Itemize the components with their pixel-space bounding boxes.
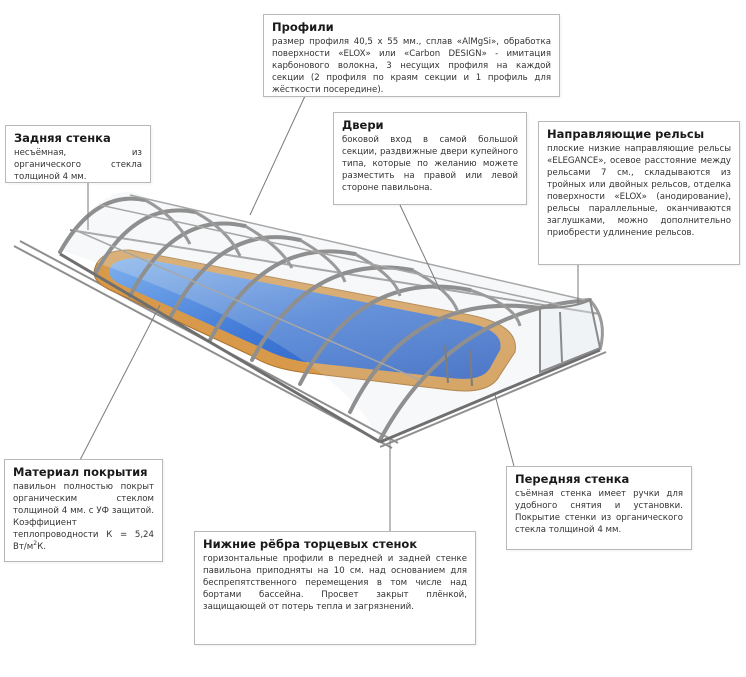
callout-back-wall-text: несъёмная, из органического стекла толщи… [14,148,142,182]
base-frame [59,252,601,444]
callout-back-wall: Задняя стенка несъёмная, из органическог… [5,125,151,183]
callout-profiles-text: размер профиля 40,5 х 55 мм., сплав «AlM… [272,37,551,95]
callout-material: Материал покрытия павильон полностью пок… [4,459,163,562]
callout-bottom-ribs: Нижние рёбра торцевых стенок горизонталь… [194,531,476,645]
callout-material-title: Материал покрытия [13,465,148,479]
callout-profiles: Профили размер профиля 40,5 х 55 мм., сп… [263,14,560,97]
callout-rails-text: плоские низкие направляющие рельсы «ELEG… [547,144,731,238]
callout-doors: Двери боковой вход в самой большой секци… [333,112,527,205]
canopy-profiles [74,194,586,381]
callout-doors-title: Двери [342,118,384,132]
callout-doors-text: боковой вход в самой большой секции, раз… [342,135,518,193]
callout-profiles-title: Профили [272,20,334,34]
callout-front-wall: Передняя стенка съёмная стенка имеет руч… [506,466,692,550]
glass-canopy [60,191,604,440]
front-wall-illustration [539,298,602,374]
leader-lines [79,95,579,532]
arch-far-legs [144,198,604,351]
callout-front-wall-title: Передняя стенка [515,472,630,486]
callout-front-wall-text: съёмная стенка имеет ручки для удобного … [515,489,683,535]
callout-rails-title: Направляющие рельсы [547,127,705,141]
callout-rails: Направляющие рельсы плоские низкие напра… [538,121,740,265]
callout-bottom-ribs-title: Нижние рёбра торцевых стенок [203,537,418,551]
door-illustration [444,344,473,387]
callout-back-wall-title: Задняя стенка [14,131,111,145]
callout-bottom-ribs-text: горизонтальные профили в передней и задн… [203,554,467,612]
callout-material-text: павильон полностью покрыт органическим с… [13,482,154,552]
